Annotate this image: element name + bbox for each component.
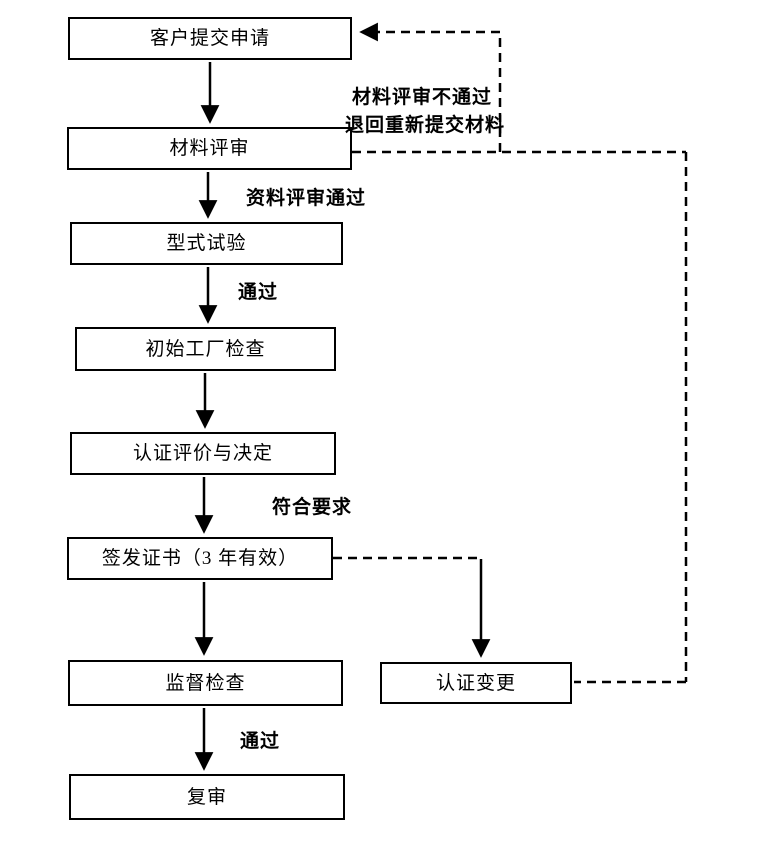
edge-label-type-test-pass: 通过 [238, 282, 279, 303]
edge-label-data-review-pass: 资料评审通过 [246, 188, 367, 209]
node-certification-change: 认证变更 [380, 662, 572, 704]
node-material-review: 材料评审 [67, 127, 352, 170]
node-certification-evaluation-decision: 认证评价与决定 [70, 432, 336, 475]
node-type-test: 型式试验 [70, 222, 343, 265]
node-re-examination: 复审 [69, 774, 345, 820]
edge-label-meets-requirements: 符合要求 [272, 497, 353, 518]
edge-label-supervision-pass: 通过 [240, 731, 281, 752]
edge-label-material-review-fail-line1: 材料评审不通过 [352, 87, 493, 108]
node-issue-certificate: 签发证书（3 年有效） [67, 537, 333, 580]
node-customer-application: 客户提交申请 [68, 17, 352, 60]
node-initial-factory-inspection: 初始工厂检查 [75, 327, 336, 371]
node-supervision-inspection: 监督检查 [68, 660, 343, 706]
edge-label-material-review-fail-line2: 退回重新提交材料 [345, 115, 506, 136]
